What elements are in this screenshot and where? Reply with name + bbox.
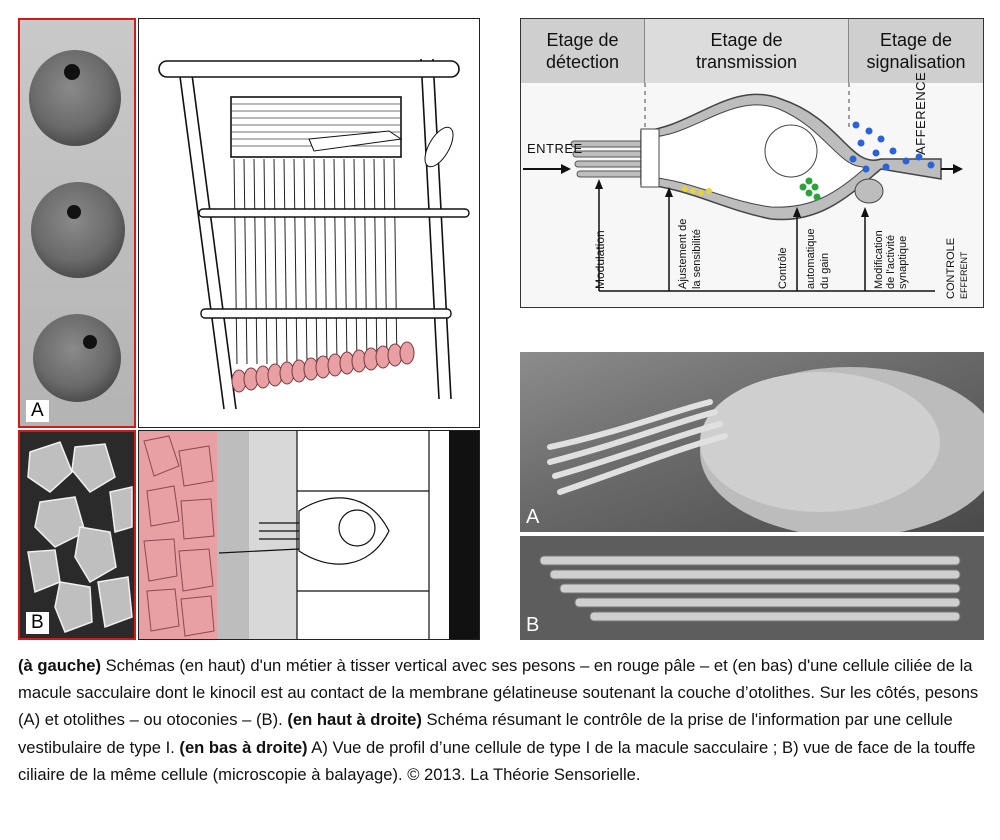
ajustement-label-2: la sensibilité	[691, 229, 703, 289]
loom-weights-illustration	[29, 50, 125, 402]
sem-bundle-illustration	[539, 555, 961, 622]
stage-transmission-label: Etage de transmission	[695, 30, 798, 72]
stage-detection: Etage de détection	[521, 19, 645, 83]
afferent-dots-blue	[849, 121, 935, 173]
caption-heading-left: (à gauche)	[18, 656, 101, 675]
caption-text-top-right: Schéma résumant le contrôle de la prise …	[18, 710, 953, 757]
modif-label-2: de l'activité	[885, 234, 897, 289]
saccular-hair-cell-illustration	[139, 431, 479, 639]
sensitivity-dots-yellow	[682, 186, 712, 196]
vestibular-cell-schematic	[523, 83, 963, 292]
afference-label: AFFERENCE	[913, 71, 928, 155]
loom-weights-row	[231, 341, 415, 393]
loom-weight	[29, 50, 121, 146]
caption-heading-bottom-right: (en bas à droite)	[179, 737, 308, 757]
sem-cell-illustration	[547, 367, 984, 532]
auto-gain-label-2: du gain	[819, 252, 831, 289]
stage-transmission: Etage de transmission	[645, 19, 849, 83]
gain-dots-green	[799, 177, 821, 201]
caption-text-left: Schémas (en haut) d'un métier à tisser v…	[18, 656, 979, 730]
sem-bundle-image: B	[520, 536, 984, 640]
modif-label-3: synaptique	[897, 235, 909, 289]
otoliths-photo: B	[18, 430, 136, 640]
stage-signalisation: Etage de signalisation	[849, 19, 983, 83]
caption-text-bottom-right: A) Vue de profil d’une cellule de type I…	[18, 737, 976, 784]
controle-label: Contrôle	[777, 247, 789, 289]
ajustement-label-1: Ajustement de	[677, 218, 689, 289]
otoliths-illustration	[27, 441, 133, 633]
figure-caption: (à gauche) Schémas (en haut) d'un métier…	[18, 652, 984, 788]
sem-label-a: A	[526, 506, 540, 528]
panel-label-a: A	[26, 400, 49, 422]
hair-cell-drawing	[138, 430, 480, 640]
loom-weight	[33, 314, 121, 402]
vertical-loom-illustration	[158, 58, 470, 410]
controle-efferent-label-1: CONTROLE	[945, 237, 957, 299]
modif-label-1: Modification	[873, 230, 885, 289]
modulation-label: Modulation	[593, 230, 607, 289]
panel-label-b: B	[26, 612, 49, 634]
auto-gain-label-1: automatique	[805, 228, 817, 289]
stage-detection-label: Etage de détection	[545, 30, 620, 72]
stage-signalisation-label: Etage de signalisation	[866, 30, 966, 72]
caption-heading-top-right: (en haut à droite)	[287, 710, 422, 730]
entree-label: ENTREE	[527, 141, 583, 156]
sem-profile-image: A	[520, 352, 984, 532]
loom-weights-photo: A	[18, 18, 136, 428]
sem-label-b: B	[526, 614, 540, 636]
control-diagram: Etage de détection Etage de transmission…	[520, 18, 984, 308]
controle-efferent-label-2: EFFERENT	[959, 251, 969, 299]
loom-weight	[31, 182, 125, 278]
loom-drawing	[138, 18, 480, 428]
